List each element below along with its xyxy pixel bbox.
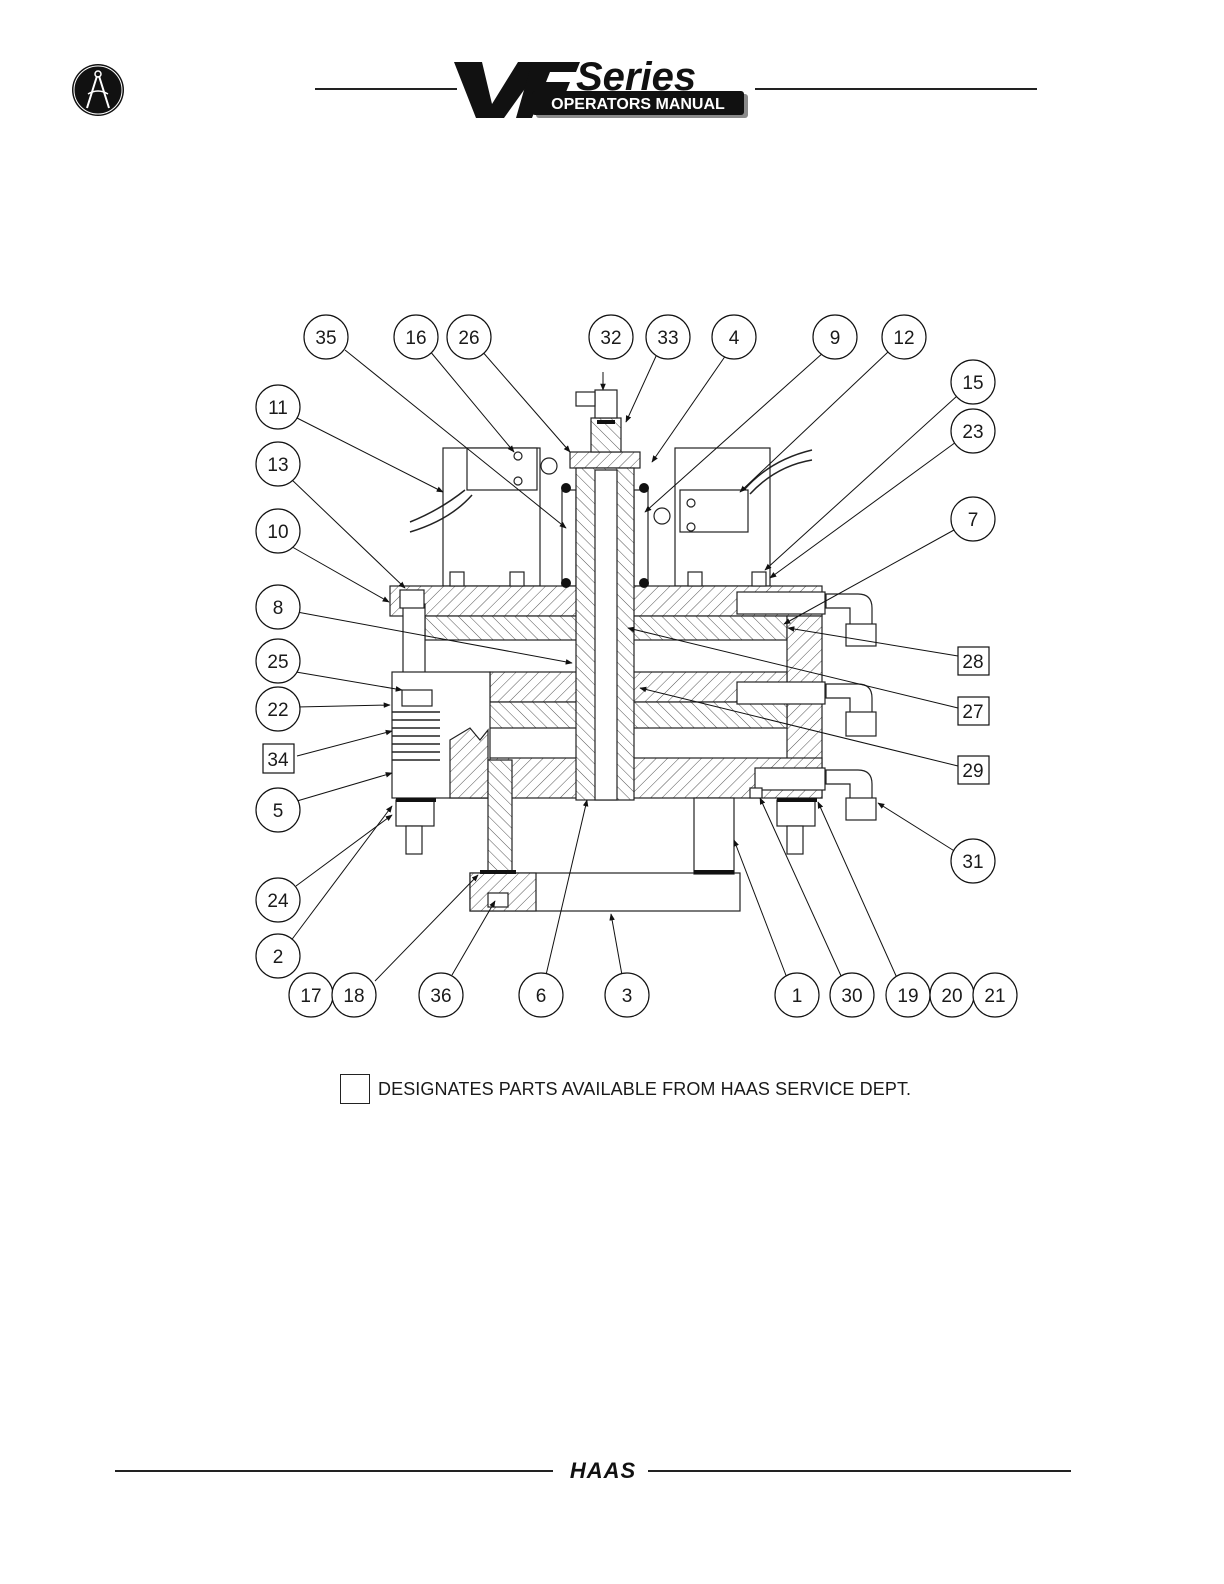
svg-text:32: 32 (600, 328, 621, 349)
callout-28: 28 (958, 647, 989, 675)
callout-20: 20 (930, 973, 974, 1017)
callout-1: 1 (775, 973, 819, 1017)
callout-27: 27 (958, 697, 989, 725)
callout-29: 29 (958, 756, 989, 784)
svg-text:20: 20 (941, 986, 962, 1007)
callout-36: 36 (419, 973, 463, 1017)
svg-text:11: 11 (268, 398, 288, 419)
svg-text:12: 12 (893, 328, 914, 349)
callout-8: 8 (256, 585, 300, 629)
svg-text:22: 22 (267, 700, 288, 721)
svg-text:16: 16 (405, 328, 426, 349)
svg-text:25: 25 (267, 652, 288, 673)
svg-text:26: 26 (458, 328, 479, 349)
legend: DESIGNATES PARTS AVAILABLE FROM HAAS SER… (340, 1074, 911, 1104)
svg-text:7: 7 (968, 510, 979, 531)
svg-text:18: 18 (343, 986, 364, 1007)
svg-text:3: 3 (622, 986, 633, 1007)
callout-11: 11 (256, 385, 300, 429)
callout-30: 30 (830, 973, 874, 1017)
callout-32: 32 (589, 315, 633, 359)
svg-text:5: 5 (273, 801, 284, 822)
callout-35: 35 (304, 315, 348, 359)
callout-12: 12 (882, 315, 926, 359)
callout-5: 5 (256, 788, 300, 832)
svg-text:30: 30 (841, 986, 862, 1007)
callout-2: 2 (256, 934, 300, 978)
svg-text:34: 34 (267, 750, 289, 771)
callout-15: 15 (951, 360, 995, 404)
svg-text:1: 1 (792, 986, 803, 1007)
svg-text:27: 27 (962, 702, 983, 723)
haas-logo: HAAS (556, 1457, 650, 1483)
svg-text:17: 17 (300, 986, 321, 1007)
callout-4: 4 (712, 315, 756, 359)
callout-33: 33 (646, 315, 690, 359)
svg-text:13: 13 (267, 455, 288, 476)
callout-6: 6 (519, 973, 563, 1017)
svg-text:29: 29 (962, 761, 983, 782)
callout-31: 31 (951, 839, 995, 883)
callout-19: 19 (886, 973, 930, 1017)
callout-13: 13 (256, 442, 300, 486)
svg-text:36: 36 (430, 986, 451, 1007)
svg-text:2: 2 (273, 947, 284, 968)
svg-text:23: 23 (962, 422, 983, 443)
svg-text:4: 4 (729, 328, 740, 349)
callout-23: 23 (951, 409, 995, 453)
legend-text: DESIGNATES PARTS AVAILABLE FROM HAAS SER… (378, 1079, 911, 1100)
legend-swatch-box (340, 1074, 370, 1104)
callout-26: 26 (447, 315, 491, 359)
callout-10: 10 (256, 509, 300, 553)
callout-3: 3 (605, 973, 649, 1017)
footer-rule-left (115, 1470, 553, 1472)
svg-text:15: 15 (962, 373, 983, 394)
svg-text:33: 33 (657, 328, 678, 349)
svg-text:6: 6 (536, 986, 547, 1007)
callout-22: 22 (256, 687, 300, 731)
svg-text:24: 24 (267, 891, 289, 912)
svg-text:28: 28 (962, 652, 983, 673)
svg-text:31: 31 (962, 852, 983, 873)
callout-16: 16 (394, 315, 438, 359)
svg-text:8: 8 (273, 598, 284, 619)
callout-24: 24 (256, 878, 300, 922)
callout-17: 17 (289, 973, 333, 1017)
svg-text:HAAS: HAAS (570, 1458, 636, 1483)
svg-text:19: 19 (897, 986, 918, 1007)
callout-9: 9 (813, 315, 857, 359)
callout-21: 21 (973, 973, 1017, 1017)
callout-34: 34 (263, 744, 294, 773)
callout-18: 18 (332, 973, 376, 1017)
callouts: 35 16 26 32 33 4 9 12 15 23 11 13 10 7 8… (256, 315, 1017, 1017)
svg-text:21: 21 (984, 986, 1005, 1007)
svg-text:35: 35 (315, 328, 336, 349)
assembly-drawing (390, 390, 876, 911)
svg-text:9: 9 (830, 328, 841, 349)
callout-7: 7 (951, 497, 995, 541)
svg-text:10: 10 (267, 522, 288, 543)
footer-rule-right (648, 1470, 1071, 1472)
callout-25: 25 (256, 639, 300, 683)
